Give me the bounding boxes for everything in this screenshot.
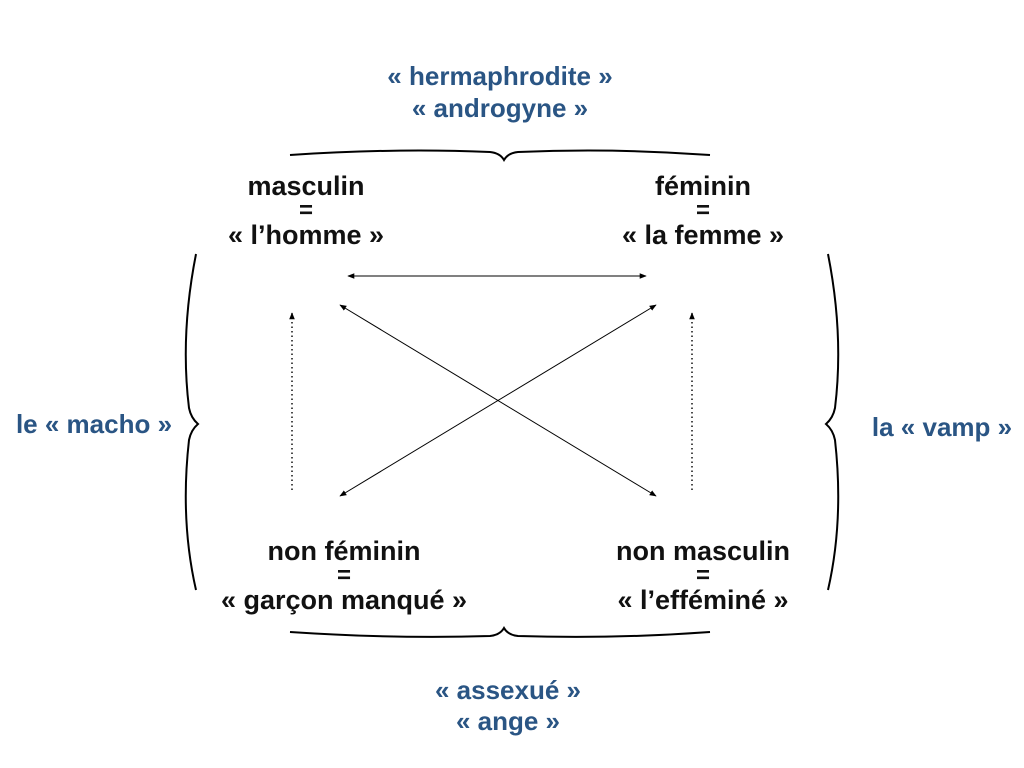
bottom-brace: [289, 625, 711, 638]
corner-non-feminin-gloss: « garçon manqué »: [220, 585, 468, 615]
corner-masculin-gloss: « l’homme »: [227, 220, 385, 250]
left-brace-label: le « macho »: [15, 409, 173, 439]
top-brace-label-1: « hermaphrodite »: [387, 61, 613, 91]
corner-non-feminin-equals: =: [336, 562, 352, 589]
corner-masculin-equals: =: [298, 197, 314, 224]
corner-non-masculin-gloss: « l’efféminé »: [617, 585, 789, 615]
corner-feminin-gloss: « la femme »: [621, 220, 785, 250]
corner-non-masculin-equals: =: [695, 562, 711, 589]
bottom-brace-label-1: « assexué »: [434, 675, 582, 705]
top-brace-label-2: « androgyne »: [411, 93, 589, 123]
corner-feminin-term: féminin: [654, 171, 752, 201]
corner-non-masculin-term: non masculin: [615, 536, 791, 566]
right-brace-label: la « vamp »: [871, 412, 1013, 442]
corner-non-feminin-term: non féminin: [267, 536, 421, 566]
top-brace: [289, 149, 711, 163]
left-brace: [184, 253, 200, 591]
corner-feminin-equals: =: [695, 197, 711, 224]
contradiction-arrow-feminin: [339, 304, 657, 497]
right-brace: [824, 253, 840, 591]
bottom-brace-label-2: « ange »: [455, 706, 561, 736]
corner-masculin-term: masculin: [247, 171, 365, 201]
